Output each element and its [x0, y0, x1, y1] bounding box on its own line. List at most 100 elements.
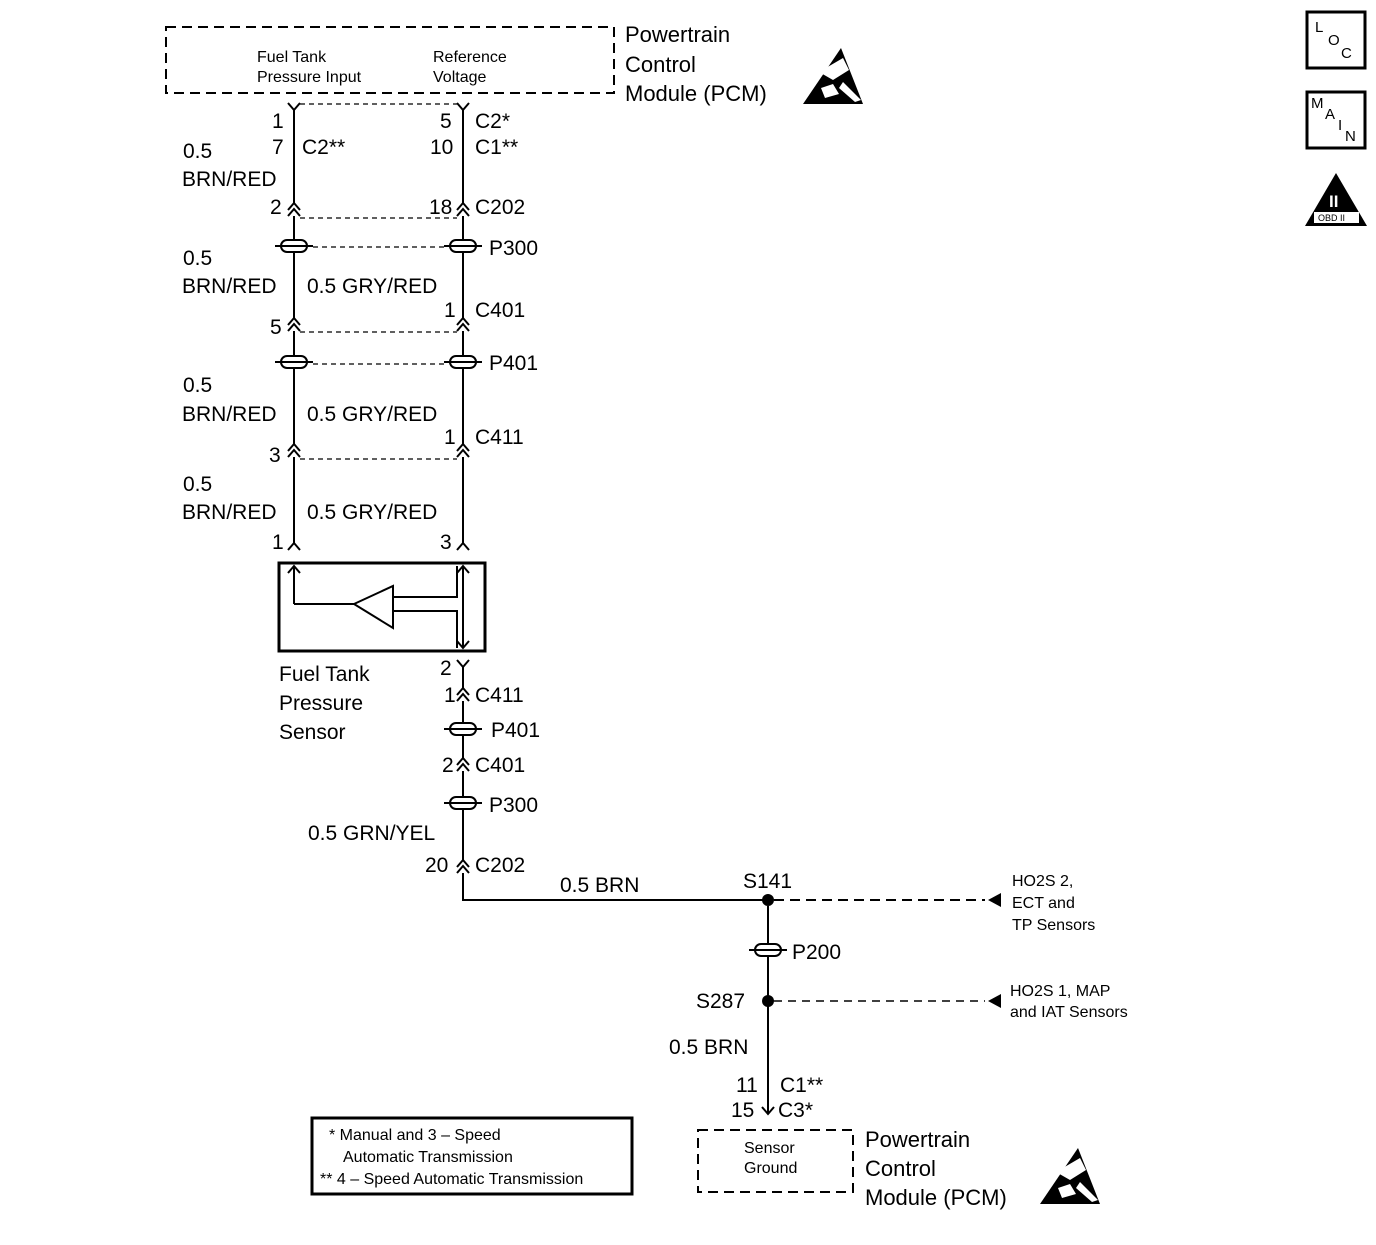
pcm-top-box — [165, 26, 615, 94]
splice-s287-label: S287 — [696, 990, 745, 1013]
pcm-top-title-2: Control — [625, 52, 696, 77]
right-circuit: 5 C2* 10 C1** 18 C202 P300 0.5 GRY/RED 1… — [307, 102, 538, 554]
ground-c401-label: C401 — [475, 754, 525, 777]
left-sensor-pin: 1 — [272, 531, 284, 554]
right-pcm-terminal — [456, 102, 470, 112]
pcm-bottom-module: Sensor Ground Powertrain Control Module … — [697, 1127, 1100, 1210]
left-seg4-color: BRN/RED — [182, 501, 277, 524]
left-p401-passthrough — [275, 355, 313, 369]
right-c202-pin: 18 — [429, 196, 452, 219]
left-c202-pin: 2 — [270, 196, 282, 219]
ground-wire2: 0.5 BRN — [560, 874, 639, 897]
legend-line-3: ** 4 – Speed Automatic Transmission — [320, 1171, 583, 1188]
right-c411-pin: 1 — [444, 426, 456, 449]
right-p401-passthrough — [444, 355, 482, 369]
s287-arrow-icon — [988, 994, 1001, 1008]
ground-c411-pin: 1 — [444, 684, 456, 707]
loc-icon[interactable]: L O C — [1305, 10, 1367, 70]
amplifier-symbol — [351, 584, 394, 630]
right-pcm-pin-1: 5 — [440, 110, 452, 133]
splice-s141-label: S141 — [743, 870, 792, 893]
pcm-top-pin-right-label-2: Voltage — [433, 69, 486, 86]
right-seg2-wire: 0.5 GRY/RED — [307, 275, 437, 298]
s141-dest-2: ECT and — [1012, 895, 1075, 912]
pcm-top-pin-left-label-1: Fuel Tank — [257, 49, 327, 66]
legend-line-2: Automatic Transmission — [343, 1149, 513, 1166]
ground-c401-pin: 2 — [442, 754, 454, 777]
left-seg3-gauge: 0.5 — [183, 374, 212, 397]
splice-s287 — [762, 995, 774, 1007]
left-seg2-color: BRN/RED — [182, 275, 277, 298]
ground-p200-passthrough — [749, 943, 787, 957]
transmission-legend: * Manual and 3 – Speed Automatic Transmi… — [310, 1116, 634, 1196]
ground-c411-connector — [456, 686, 470, 702]
pcm-bottom-box — [697, 1129, 854, 1193]
pcm-ground-conn-2: C3* — [778, 1099, 813, 1122]
ground-p401-label: P401 — [491, 719, 540, 742]
right-c401-pin: 1 — [444, 299, 456, 322]
left-c411-pin: 3 — [269, 444, 281, 467]
ground-c401-connector — [456, 756, 470, 772]
ground-c411-label: C411 — [475, 684, 524, 707]
left-seg2-gauge: 0.5 — [183, 247, 212, 270]
left-c411-connector — [287, 442, 301, 458]
sensor-name-1: Fuel Tank — [279, 663, 370, 686]
p200-label: P200 — [792, 941, 841, 964]
p300-label: P300 — [489, 237, 538, 260]
ground-wire1: 0.5 GRN/YEL — [308, 822, 435, 845]
p401-label: P401 — [489, 352, 538, 375]
c411-label: C411 — [475, 426, 524, 449]
right-c202-connector — [456, 201, 470, 217]
fuel-tank-pressure-sensor: Fuel Tank Pressure Sensor — [277, 561, 487, 744]
right-sensor-terminal — [456, 541, 470, 551]
pcm-ground-conn-1: C1** — [780, 1074, 823, 1097]
ground-c202-label: C202 — [475, 854, 525, 877]
ground-c202-connector — [456, 858, 470, 874]
svg-text:A: A — [1325, 106, 1335, 123]
svg-text:II: II — [1329, 192, 1338, 211]
left-c401-connector — [287, 316, 301, 332]
svg-text:M: M — [1311, 95, 1324, 112]
svg-text:OBD II: OBD II — [1318, 213, 1345, 223]
ground-wire3: 0.5 BRN — [669, 1036, 748, 1059]
sensor-ground-terminal — [456, 659, 470, 669]
s287-dest-2: and IAT Sensors — [1010, 1004, 1128, 1021]
ground-c202-pin: 20 — [425, 854, 448, 877]
right-sensor-pin: 3 — [440, 531, 452, 554]
sensor-name-2: Pressure — [279, 692, 363, 715]
pcm-bottom-pin-label-2: Ground — [744, 1160, 797, 1177]
right-c411-connector — [456, 442, 470, 458]
svg-text:C: C — [1341, 45, 1352, 62]
right-p300-passthrough — [444, 239, 482, 253]
main-icon[interactable]: M A I N — [1305, 90, 1367, 150]
ground-circuit: 2 1 C411 P401 2 C401 P300 0.5 GRN/YEL 20… — [308, 657, 1128, 1122]
sensor-name-3: Sensor — [279, 721, 346, 744]
left-seg4-gauge: 0.5 — [183, 473, 212, 496]
left-circuit: 1 7 C2** 0.5 BRN/RED 2 0.5 BRN/RED 5 0.5… — [182, 102, 345, 554]
sensor-ground-pin: 2 — [440, 657, 452, 680]
pcm-ground-terminal — [761, 1106, 775, 1116]
right-seg4-wire: 0.5 GRY/RED — [307, 501, 437, 524]
c401-label: C401 — [475, 299, 525, 322]
right-pcm-pin-2: 10 — [430, 136, 453, 159]
left-seg1-gauge: 0.5 — [183, 140, 212, 163]
s141-arrow-icon — [988, 893, 1001, 907]
obd-ii-icon[interactable]: II OBD II — [1305, 173, 1367, 226]
right-pcm-connector-1: C2* — [475, 110, 510, 133]
splice-s141 — [762, 894, 774, 906]
left-c202-connector — [287, 201, 301, 217]
ground-p401-passthrough — [444, 722, 482, 736]
right-c401-connector — [456, 316, 470, 332]
ground-p300-label: P300 — [489, 794, 538, 817]
left-pcm-pin-2: 7 — [272, 136, 284, 159]
left-seg1-color: BRN/RED — [182, 168, 277, 191]
s287-dest-1: HO2S 1, MAP — [1010, 983, 1110, 1000]
svg-text:N: N — [1345, 128, 1356, 145]
pcm-bottom-pin-label-1: Sensor — [744, 1140, 795, 1157]
s141-dest-1: HO2S 2, — [1012, 873, 1073, 890]
esd-warning-icon-bottom — [1040, 1148, 1100, 1204]
sensor-box — [277, 561, 487, 653]
left-sensor-terminal — [287, 541, 301, 551]
pcm-bottom-title-2: Control — [865, 1156, 936, 1181]
